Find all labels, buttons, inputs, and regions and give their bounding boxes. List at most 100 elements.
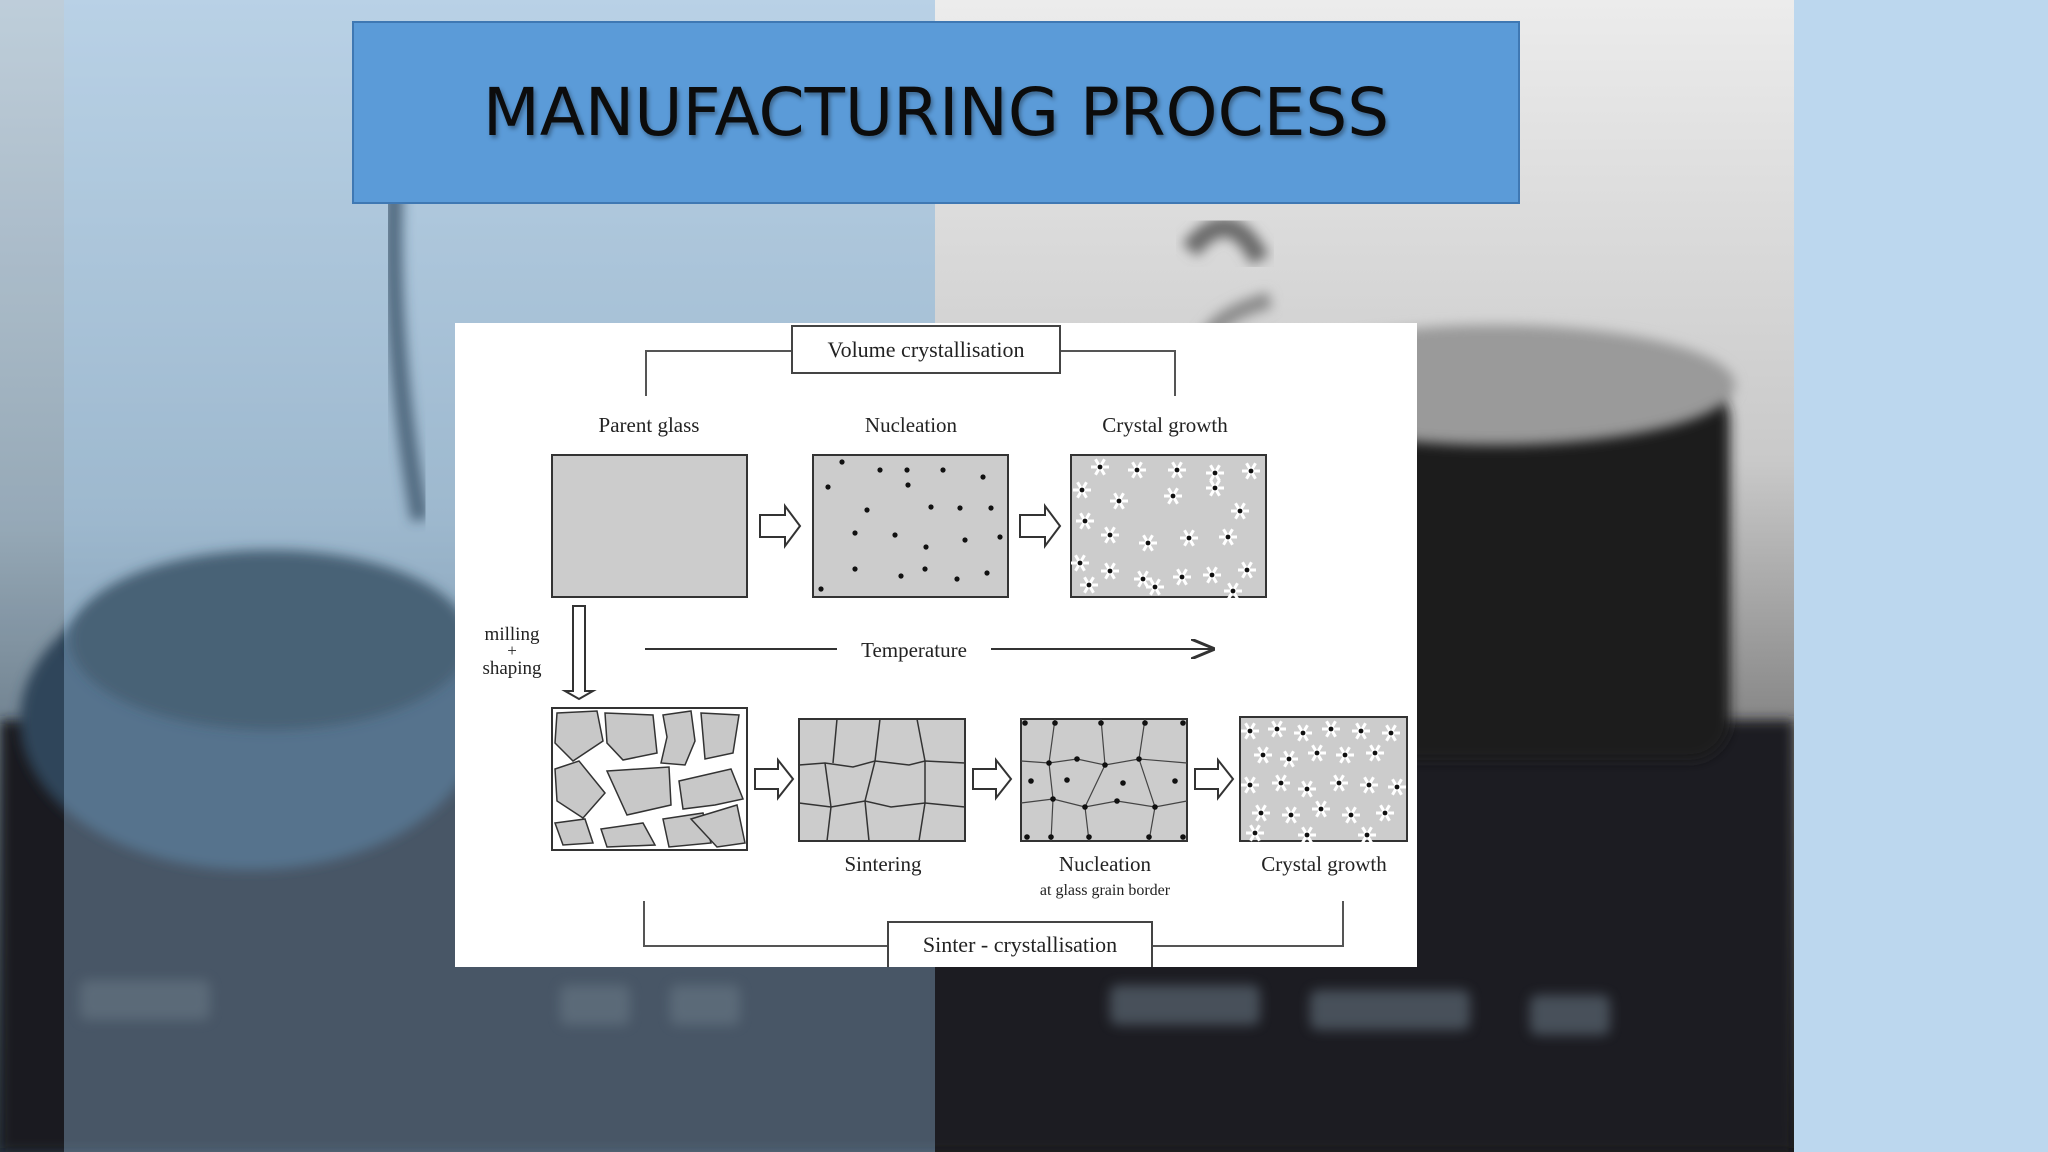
crystal-icon — [1280, 750, 1298, 768]
shaping-label: shaping — [482, 658, 542, 679]
nucleation-bottom-label: Nucleation — [1059, 852, 1152, 876]
nucleus-dot — [1180, 834, 1186, 840]
nucleus-dot — [1048, 834, 1054, 840]
milling-label: milling — [485, 624, 540, 645]
sinter-crystallisation-box — [887, 921, 1153, 967]
crystal-icon — [1366, 744, 1384, 762]
nucleus-dot — [1180, 720, 1186, 726]
nucleus-dot — [1142, 720, 1148, 726]
crystal-icon — [1294, 724, 1312, 742]
nucleus-dot — [904, 467, 910, 473]
crystal-icon — [1206, 464, 1224, 482]
crystal-icon — [1322, 720, 1340, 738]
crystal-icon — [1073, 481, 1091, 499]
slide-title: MANUFACTURING PROCESS — [482, 74, 1390, 151]
crystal-icon — [1360, 776, 1378, 794]
crystal-icon — [1203, 566, 1221, 584]
top-bracket — [645, 350, 1176, 396]
crystal-icon — [1241, 722, 1259, 740]
nucleus-dot — [1098, 720, 1104, 726]
volume-crystallisation-label: Volume crystallisation — [828, 337, 1025, 362]
crystal-icon — [1358, 826, 1376, 844]
crystal-icon — [1128, 461, 1146, 479]
crystal-icon — [1241, 776, 1259, 794]
down-arrow-icon — [561, 605, 597, 701]
grain-border-sublabel: at glass grain border — [1040, 882, 1171, 899]
crystal-icon — [1336, 746, 1354, 764]
nucleus-dot — [877, 467, 883, 473]
sintering-label: Sintering — [845, 852, 922, 876]
nucleus-dot — [997, 534, 1003, 540]
crystal-icon — [1242, 462, 1260, 480]
crystal-icon — [1376, 804, 1394, 822]
nucleus-dot — [852, 530, 858, 536]
nucleus-dot — [957, 505, 963, 511]
nucleus-dot — [1102, 762, 1108, 768]
crystal-icon — [1231, 502, 1249, 520]
nucleus-dot — [1146, 834, 1152, 840]
parent-glass-panel — [551, 454, 748, 598]
crystal-icon — [1330, 774, 1348, 792]
nucleus-dot — [984, 570, 990, 576]
nucleus-dot — [825, 484, 831, 490]
nucleation-panel — [812, 454, 1009, 598]
sintering-panel — [798, 718, 966, 842]
milled-glass-panel — [551, 707, 748, 851]
nucleus-dot — [928, 504, 934, 510]
arrow-icon — [759, 503, 802, 549]
nucleus-dot — [922, 566, 928, 572]
crystal-icon — [1282, 806, 1300, 824]
volume-crystallisation-box — [791, 325, 1061, 374]
nucleus-dot — [1152, 804, 1158, 810]
crystal-icon — [1246, 824, 1264, 842]
crystal-icon — [1134, 570, 1152, 588]
nucleus-dot — [1064, 777, 1070, 783]
plus-label: + — [507, 641, 517, 660]
nucleus-dot — [1074, 756, 1080, 762]
nucleus-dot — [852, 566, 858, 572]
arrow-icon — [1194, 757, 1235, 801]
crystal-growth-top-label: Crystal growth — [1102, 413, 1228, 437]
title-banner: MANUFACTURING PROCESS — [352, 21, 1520, 204]
arrow-icon — [754, 757, 795, 801]
crystal-icon — [1272, 774, 1290, 792]
crystal-icon — [1146, 578, 1164, 596]
crystal-icon — [1268, 720, 1286, 738]
nucleus-dot — [1022, 720, 1028, 726]
nucleus-dot — [1136, 756, 1142, 762]
nucleus-dot — [962, 537, 968, 543]
nucleus-dot — [923, 544, 929, 550]
nucleus-dot — [1082, 804, 1088, 810]
crystal-icon — [1168, 461, 1186, 479]
crystal-icon — [1312, 800, 1330, 818]
crystal-icon — [1101, 562, 1119, 580]
nucleus-dot — [839, 459, 845, 465]
crystal-icon — [1254, 746, 1272, 764]
crystal-icon — [1173, 568, 1191, 586]
crystal-icon — [1308, 744, 1326, 762]
diagram-background — [455, 323, 1417, 967]
arrow-icon — [1019, 503, 1062, 549]
crystal-icon — [1071, 554, 1089, 572]
crystal-icon — [1091, 458, 1109, 476]
crystal-icon — [1238, 561, 1256, 579]
crystal-icon — [1224, 582, 1242, 600]
process-diagram: Volume crystallisation Parent glass Nucl… — [455, 323, 1417, 967]
crystal-icon — [1352, 722, 1370, 740]
crystal-icon — [1298, 826, 1316, 844]
arrow-icon — [972, 757, 1013, 801]
crystal-icon — [1080, 576, 1098, 594]
nucleus-dot — [1024, 834, 1030, 840]
crystal-icon — [1180, 529, 1198, 547]
crystal-icon — [1139, 534, 1157, 552]
crystal-icon — [1382, 724, 1400, 742]
sinter-crystallisation-label: Sinter - crystallisation — [923, 932, 1117, 957]
grain-border-nucleation-panel — [1020, 718, 1188, 842]
nucleus-dot — [1172, 778, 1178, 784]
nucleus-dot — [954, 576, 960, 582]
nucleus-dot — [864, 507, 870, 513]
crystal-icon — [1164, 487, 1182, 505]
crystal-icon — [1298, 780, 1316, 798]
crystal-icon — [1342, 806, 1360, 824]
nucleus-dot — [980, 474, 986, 480]
